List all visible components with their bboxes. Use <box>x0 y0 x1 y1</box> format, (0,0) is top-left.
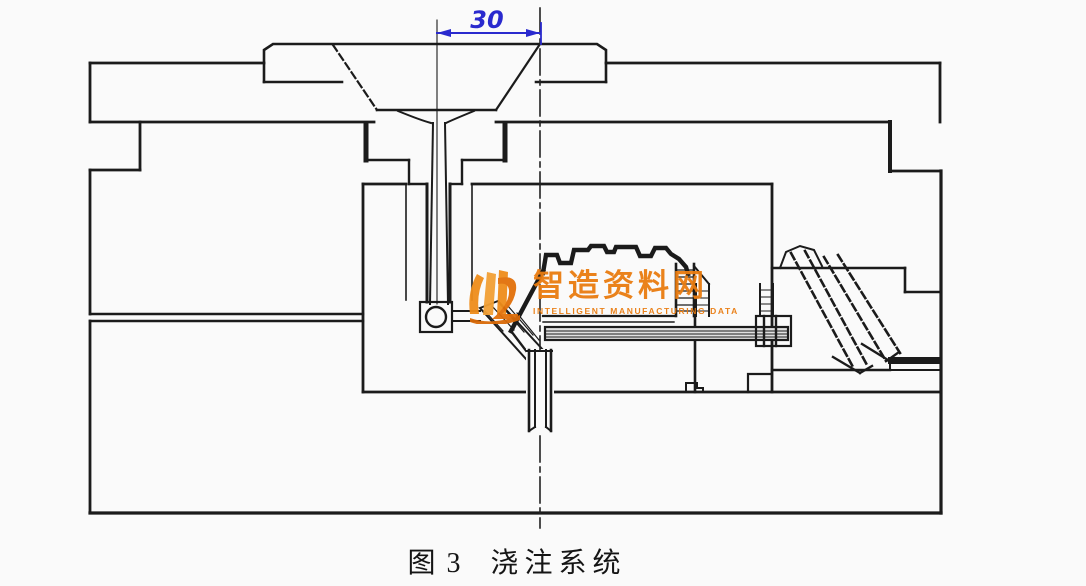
molded-part <box>508 243 711 394</box>
figure-caption-title: 浇注系统 <box>490 548 627 579</box>
central-boss-pin <box>526 348 554 434</box>
part-right-rib <box>692 264 711 317</box>
locating-ring <box>262 42 608 125</box>
sprue-bush <box>363 121 508 304</box>
insert-block <box>361 182 943 394</box>
part-right-wall <box>674 262 696 318</box>
side-runner-bar <box>543 283 793 348</box>
lower-mold-base <box>88 319 943 515</box>
pin-pocket <box>778 244 824 270</box>
figure-caption: 图 3 浇注系统 <box>0 541 1086 581</box>
sprue-channel <box>418 19 454 334</box>
sprue-puller-pocket <box>418 300 454 334</box>
pin-feet <box>831 342 901 375</box>
part-left-wall <box>508 268 546 334</box>
dimension-arrow-left <box>437 29 451 37</box>
slide-block <box>770 244 942 375</box>
cold-slug-ball <box>424 305 448 329</box>
dimension-value: 30 <box>470 6 503 34</box>
figure-caption-label: 图 3 <box>407 548 463 579</box>
upper-mold-base <box>88 61 943 515</box>
angled-guide-pins <box>789 249 902 369</box>
runner-clamp-block <box>754 283 793 348</box>
parting-line <box>88 312 365 323</box>
mold-section-drawing: 30 <box>88 6 943 529</box>
dimension-arrow-right <box>526 29 540 37</box>
dimension-30: 30 <box>436 6 542 45</box>
